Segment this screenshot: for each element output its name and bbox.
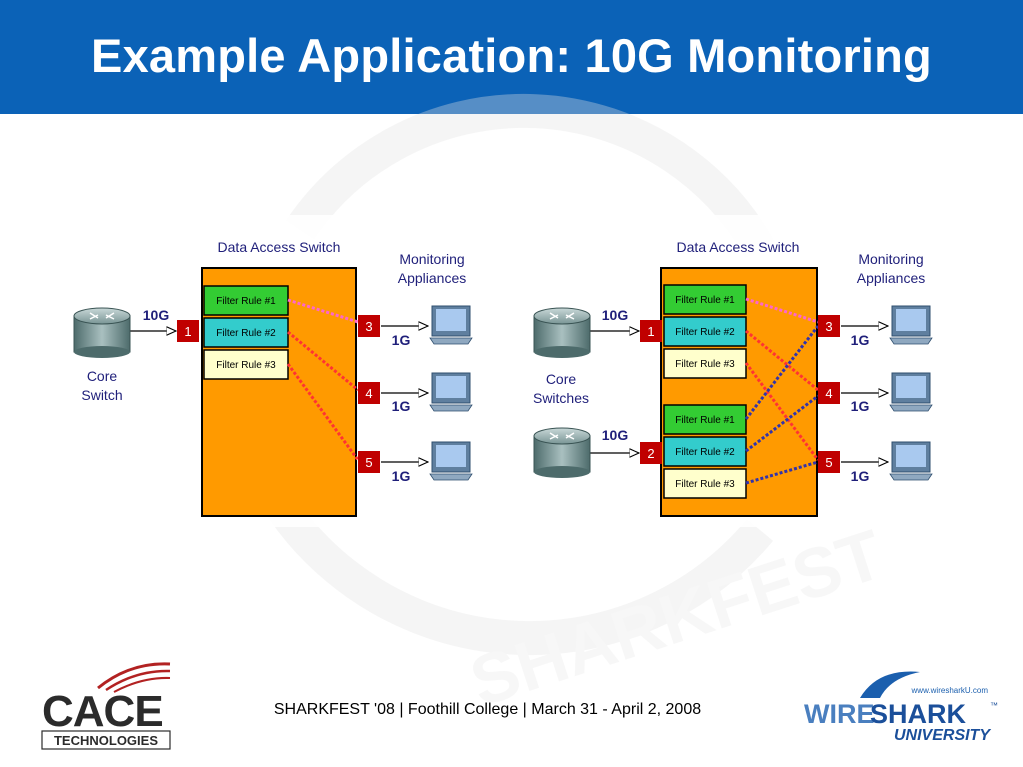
- right-filter-rule-a2-label: Filter Rule #2: [675, 327, 735, 338]
- right-port-2: [640, 442, 662, 464]
- left-output-speed-4: 1G: [392, 398, 411, 414]
- right-filter-rule-a3: [663, 348, 747, 379]
- right-output-speed-5: 1G: [851, 468, 870, 484]
- right-port-4: [818, 382, 840, 404]
- left-port-3: [358, 315, 380, 337]
- right-core-router-icon-1: [533, 307, 591, 358]
- right-switch-label: Data Access Switch: [677, 239, 800, 255]
- right-link-a1-port3: [745, 297, 819, 324]
- left-core-router-icon: [73, 307, 131, 358]
- left-appliance-computer-icon-3: [429, 441, 473, 481]
- right-output-speed-3: 1G: [851, 332, 870, 348]
- left-appliance-computer-icon-1: [429, 305, 473, 345]
- left-output-speed-3: 1G: [392, 332, 411, 348]
- left-link-rule1-port3: [287, 298, 359, 324]
- right-filter-rule-b3-label: Filter Rule #3: [675, 479, 735, 490]
- left-port-4-label: 4: [365, 386, 372, 401]
- left-port-5: [358, 451, 380, 473]
- wireshark-wire-text: WIRE: [804, 699, 875, 729]
- right-port-2-label: 2: [647, 446, 654, 461]
- left-output-speed-5: 1G: [392, 468, 411, 484]
- right-link-b2-port4: [745, 394, 819, 453]
- right-port-4-label: 4: [825, 386, 832, 401]
- right-filter-rule-b1: [663, 404, 747, 435]
- right-port-3-label: 3: [825, 319, 832, 334]
- left-appliance-computer-icon-2: [429, 372, 473, 412]
- left-link-rule2-port4: [287, 330, 359, 392]
- left-switch-label: Data Access Switch: [218, 239, 341, 255]
- left-filter-rule-3: [203, 349, 289, 380]
- right-appliance-computer-icon-1: [889, 305, 933, 345]
- right-appliance-computer-icon-2: [889, 372, 933, 412]
- right-filter-rule-b2: [663, 436, 747, 467]
- right-port-5-label: 5: [825, 455, 832, 470]
- right-port-3: [818, 315, 840, 337]
- right-input-speed-1: 10G: [602, 307, 629, 323]
- title-bar: [0, 0, 1023, 114]
- left-filter-rule-3-label: Filter Rule #3: [216, 360, 276, 371]
- right-port-5: [818, 451, 840, 473]
- left-filter-rule-2: [203, 317, 289, 348]
- left-port-4: [358, 382, 380, 404]
- cace-logo-text: CACE: [42, 687, 163, 736]
- right-appliance-computer-icon-3: [889, 441, 933, 481]
- left-filter-rule-2-label: Filter Rule #2: [216, 328, 276, 339]
- right-filter-rule-a2: [663, 316, 747, 347]
- wireshark-university-logo: www.wiresharkU.com WIRE SHARK ™ UNIVERSI…: [804, 671, 998, 744]
- watermark-text: SHARKFEST: [461, 515, 892, 721]
- right-input-speed-2: 10G: [602, 427, 629, 443]
- left-filter-rule-1-label: Filter Rule #1: [216, 296, 276, 307]
- slide-title: Example Application: 10G Monitoring: [91, 29, 932, 82]
- right-link-b3-port5: [745, 460, 819, 485]
- right-filter-rule-a3-label: Filter Rule #3: [675, 359, 735, 370]
- wireshark-url-text: www.wiresharkU.com: [911, 686, 989, 695]
- right-link-a2-port4: [745, 329, 819, 392]
- footer-text: SHARKFEST '08 | Foothill College | March…: [273, 701, 702, 718]
- right-filter-rule-b2-label: Filter Rule #2: [675, 447, 735, 458]
- left-port-5-label: 5: [365, 455, 372, 470]
- left-input-speed: 10G: [143, 307, 170, 323]
- right-core-router-icon-2: [533, 427, 591, 478]
- right-port-1-label: 1: [647, 324, 654, 339]
- wireshark-university-text: UNIVERSITY: [894, 727, 991, 744]
- wireshark-trademark-text: ™: [990, 701, 998, 710]
- left-port-1-label: 1: [184, 324, 191, 339]
- right-filter-rule-a1-label: Filter Rule #1: [675, 295, 735, 306]
- left-port-3-label: 3: [365, 319, 372, 334]
- right-port-1: [640, 320, 662, 342]
- right-link-a3-port5: [744, 362, 820, 461]
- right-filter-rule-b1-label: Filter Rule #1: [675, 415, 735, 426]
- right-output-speed-4: 1G: [851, 398, 870, 414]
- left-filter-rule-1: [203, 285, 289, 316]
- left-port-1: [177, 320, 199, 342]
- cace-logo-subtext: TECHNOLOGIES: [54, 733, 158, 748]
- wireshark-shark-text: SHARK: [870, 699, 967, 729]
- cace-logo: CACE TECHNOLOGIES: [41, 662, 171, 750]
- right-filter-rule-b3: [663, 468, 747, 499]
